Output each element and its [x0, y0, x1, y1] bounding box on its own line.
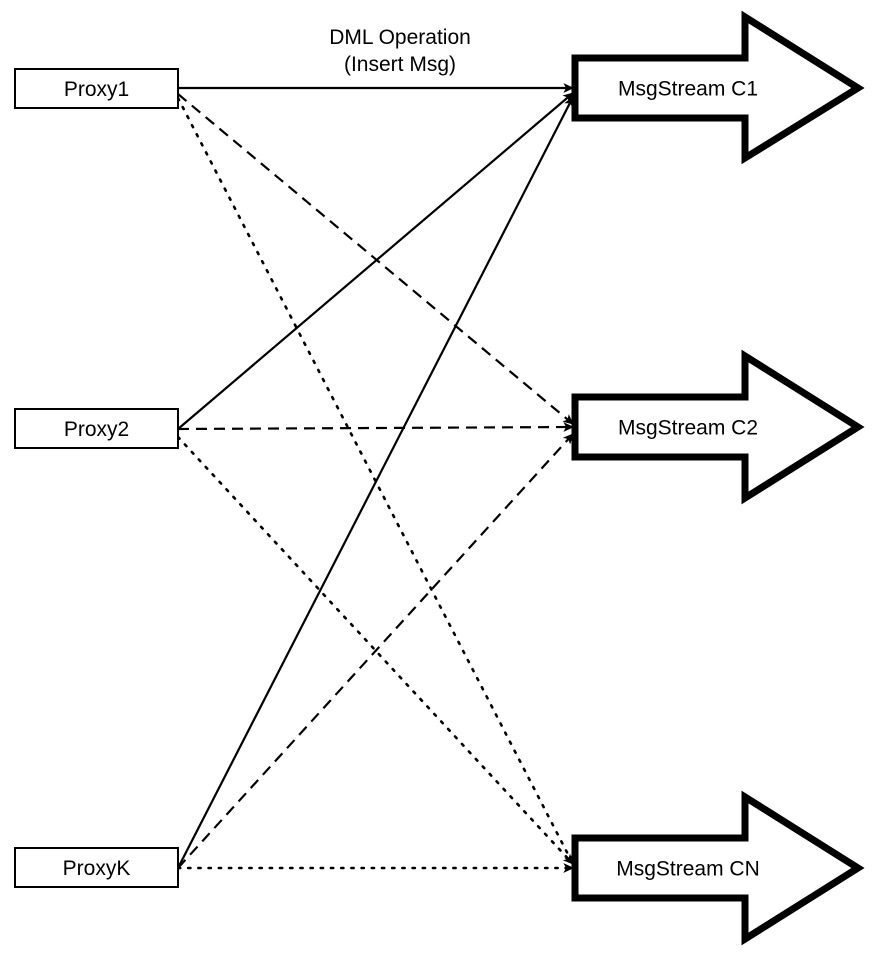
- stream-label-cn: MsgStream CN: [616, 858, 760, 881]
- edge-proxyk-to-stream-c1[interactable]: [177, 96, 574, 869]
- block-arrow-icon-c1[interactable]: [571, 10, 865, 165]
- proxy-label-proxy1: Proxy1: [64, 78, 129, 101]
- edge-proxyk-to-stream-c2[interactable]: [177, 433, 574, 869]
- edge-caption-line1: DML Operation: [329, 26, 471, 49]
- stream-node-c2[interactable]: MsgStream C2: [571, 349, 865, 505]
- proxy-node-proxy1[interactable]: Proxy1: [14, 68, 179, 109]
- proxy-label-proxy2: Proxy2: [64, 418, 129, 441]
- proxy-node-proxyk[interactable]: ProxyK: [14, 847, 179, 888]
- edge-proxy2-to-stream-c2[interactable]: [177, 422, 574, 432]
- stream-label-c2: MsgStream C2: [618, 417, 758, 440]
- proxy-box-proxy1[interactable]: [14, 68, 179, 109]
- proxy-node-proxy2[interactable]: Proxy2: [14, 408, 179, 449]
- proxy-box-proxy2[interactable]: [14, 408, 179, 449]
- edge-caption-group: DML Operation (Insert Msg): [329, 26, 471, 76]
- edge-proxy2-to-stream-c1[interactable]: [177, 92, 574, 430]
- block-arrow-icon-c2[interactable]: [571, 349, 865, 505]
- proxy-layer: Proxy1 Proxy2 ProxyK: [14, 68, 179, 888]
- stream-node-cn[interactable]: MsgStream CN: [571, 790, 865, 946]
- edge-proxy1-to-stream-c2[interactable]: [177, 93, 574, 425]
- stream-layer: MsgStream C1 MsgStream C2 MsgStream CN: [571, 10, 865, 946]
- stream-node-c1[interactable]: MsgStream C1: [571, 10, 865, 165]
- edge-caption-line2: (Insert Msg): [344, 53, 456, 76]
- proxy-label-proxyk: ProxyK: [63, 857, 131, 880]
- block-arrow-icon-cn[interactable]: [571, 790, 865, 946]
- stream-label-c1: MsgStream C1: [618, 78, 758, 101]
- edge-layer: [176, 83, 575, 873]
- proxy-box-proxyk[interactable]: [14, 847, 179, 888]
